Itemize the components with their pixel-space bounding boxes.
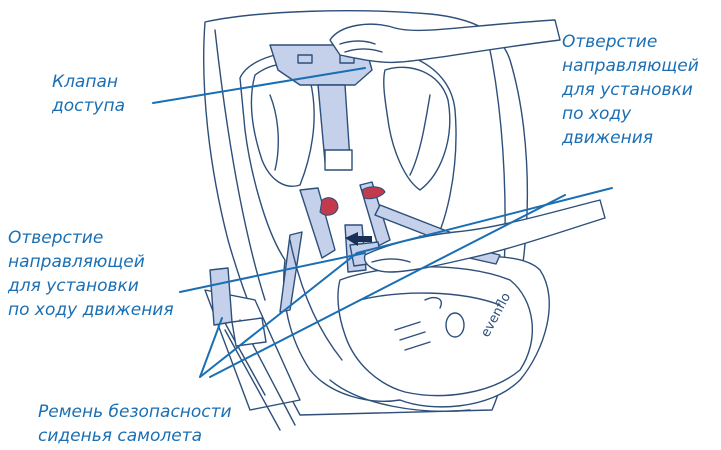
label-guide-hole-left-line: направляющей bbox=[8, 250, 174, 274]
label-guide-hole-top-line: Отверстие bbox=[562, 30, 699, 54]
label-guide-hole-left-line: для установки bbox=[8, 274, 174, 298]
aircraft-belt-buckle bbox=[232, 318, 266, 346]
label-aircraft-belt-line: сиденья самолета bbox=[38, 424, 232, 448]
label-aircraft-belt-line: Ремень безопасности bbox=[38, 400, 232, 424]
label-access-flap-line: Клапан bbox=[52, 70, 125, 94]
label-guide-hole-top-line: движения bbox=[562, 126, 699, 150]
tether-strap-end bbox=[325, 150, 352, 170]
label-guide-hole-left: Отверстие направляющей для установки по … bbox=[8, 226, 174, 322]
aircraft-belt-strap bbox=[210, 268, 232, 325]
label-guide-hole-top: Отверстие направляющей для установки по … bbox=[562, 30, 699, 150]
label-guide-hole-top-line: по ходу bbox=[562, 102, 699, 126]
label-guide-hole-left-line: по ходу движения bbox=[8, 298, 174, 322]
label-guide-hole-top-line: направляющей bbox=[562, 54, 699, 78]
label-guide-hole-left-line: Отверстие bbox=[8, 226, 174, 250]
label-access-flap: Клапан доступа bbox=[52, 70, 125, 118]
left-buckle-tongue bbox=[320, 198, 338, 216]
shell-logo-badge bbox=[446, 313, 464, 337]
label-guide-hole-top-line: для установки bbox=[562, 78, 699, 102]
label-aircraft-belt: Ремень безопасности сиденья самолета bbox=[38, 400, 232, 448]
label-access-flap-line: доступа bbox=[52, 94, 125, 118]
